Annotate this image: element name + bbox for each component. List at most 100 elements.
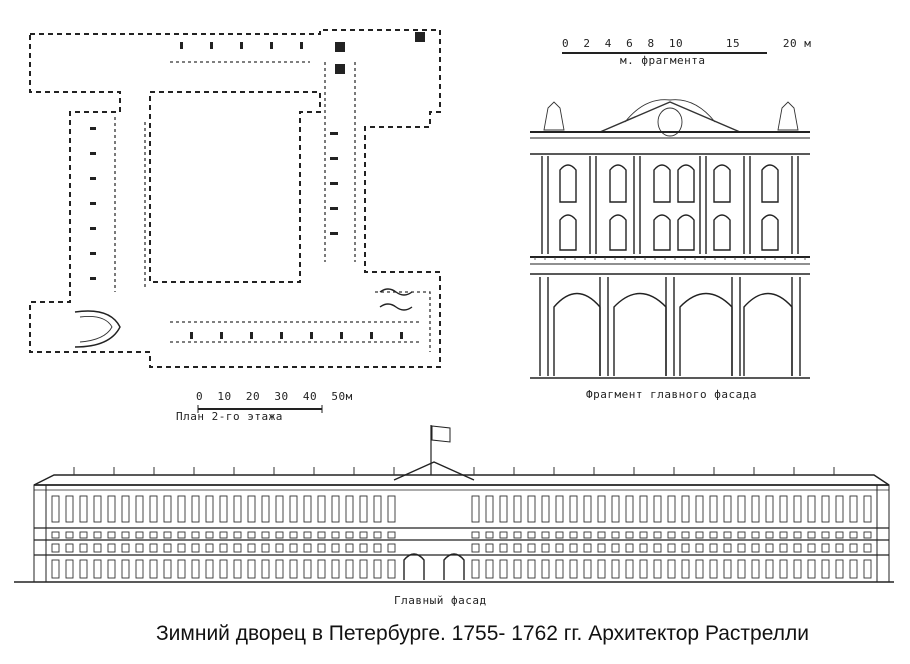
facade-window xyxy=(863,531,872,539)
facade-window xyxy=(653,543,662,553)
facade-window xyxy=(303,495,312,523)
facade-window xyxy=(471,559,480,579)
facade-window xyxy=(233,543,242,553)
facade-window xyxy=(793,559,802,579)
facade-window xyxy=(373,559,382,579)
facade-window xyxy=(275,543,284,553)
facade-window xyxy=(485,495,494,523)
facade-window xyxy=(513,495,522,523)
fragment-scale-tick: 2 xyxy=(583,37,591,50)
facade-window xyxy=(177,559,186,579)
facade-window xyxy=(387,531,396,539)
facade-window xyxy=(821,543,830,553)
facade-window xyxy=(387,543,396,553)
facade-window xyxy=(485,531,494,539)
facade-window xyxy=(303,559,312,579)
facade-window xyxy=(275,495,284,523)
facade-window xyxy=(569,543,578,553)
plan-scale-bar xyxy=(197,405,323,413)
facade-window xyxy=(345,543,354,553)
facade-window xyxy=(513,559,522,579)
facade-window xyxy=(583,543,592,553)
facade-window xyxy=(821,495,830,523)
facade-window xyxy=(569,559,578,579)
fragment-scale-tick: 0 xyxy=(562,37,570,50)
facade-window xyxy=(569,531,578,539)
facade-window xyxy=(793,543,802,553)
facade-window xyxy=(135,543,144,553)
facade-window xyxy=(471,495,480,523)
facade-window xyxy=(499,531,508,539)
facade-window xyxy=(597,495,606,523)
facade-window xyxy=(709,559,718,579)
facade-window xyxy=(751,543,760,553)
facade-window xyxy=(275,559,284,579)
facade-window xyxy=(359,559,368,579)
facade-window xyxy=(863,495,872,523)
facade-window xyxy=(107,559,116,579)
facade-window xyxy=(247,559,256,579)
facade-window xyxy=(289,543,298,553)
fragment-scale-tick: 10 xyxy=(668,37,684,50)
facade-window xyxy=(681,531,690,539)
fragment-scale-tick: 4 xyxy=(604,37,612,50)
facade-window xyxy=(233,495,242,523)
facade-window xyxy=(541,543,550,553)
facade-window xyxy=(485,559,494,579)
facade-window xyxy=(835,559,844,579)
fragment-scale-bar xyxy=(562,52,767,54)
facade-window xyxy=(639,543,648,553)
facade-window xyxy=(471,531,480,539)
fragment-scale-tick: 15 xyxy=(725,37,741,50)
facade-window xyxy=(177,495,186,523)
facade-window xyxy=(177,531,186,539)
facade-window xyxy=(863,559,872,579)
facade-window xyxy=(555,495,564,523)
facade-window xyxy=(541,495,550,523)
facade-window xyxy=(793,531,802,539)
facade-window xyxy=(527,531,536,539)
plan-scale-tick: 30 xyxy=(274,390,289,403)
facade-window xyxy=(667,543,676,553)
facade-window xyxy=(681,495,690,523)
facade-window xyxy=(849,559,858,579)
facade-window xyxy=(93,531,102,539)
facade-window xyxy=(247,531,256,539)
facade-window xyxy=(611,543,620,553)
facade-window xyxy=(303,543,312,553)
facade-window xyxy=(681,559,690,579)
facade-window xyxy=(751,559,760,579)
plan-scale-tick: 0 xyxy=(196,390,204,403)
facade-window xyxy=(695,543,704,553)
facade-window xyxy=(289,559,298,579)
facade-window xyxy=(359,543,368,553)
facade-window xyxy=(527,495,536,523)
facade-window xyxy=(555,531,564,539)
facade-window xyxy=(723,495,732,523)
facade-window xyxy=(331,559,340,579)
facade-window xyxy=(79,559,88,579)
facade-window xyxy=(513,531,522,539)
facade-window xyxy=(373,531,382,539)
plan-scale-tick: 40 xyxy=(302,390,318,403)
facade-window xyxy=(149,495,158,523)
facade-window xyxy=(261,543,270,553)
facade-window xyxy=(499,559,508,579)
facade-window xyxy=(261,559,270,579)
facade-window xyxy=(233,559,242,579)
plan-title: План 2-го этажа xyxy=(176,410,283,423)
facade-window xyxy=(121,495,130,523)
plan-scale-tick: 50м xyxy=(331,390,353,403)
facade-window xyxy=(51,531,60,539)
fragment-facade-drawing xyxy=(530,99,810,379)
facade-window xyxy=(765,559,774,579)
facade-window xyxy=(807,495,816,523)
facade-window xyxy=(653,495,662,523)
facade-window xyxy=(317,531,326,539)
facade-window xyxy=(625,559,634,579)
plan-scale-tick: 20 xyxy=(245,390,261,403)
facade-window xyxy=(149,543,158,553)
facade-window xyxy=(373,543,382,553)
facade-window xyxy=(625,495,634,523)
facade-window xyxy=(583,559,592,579)
